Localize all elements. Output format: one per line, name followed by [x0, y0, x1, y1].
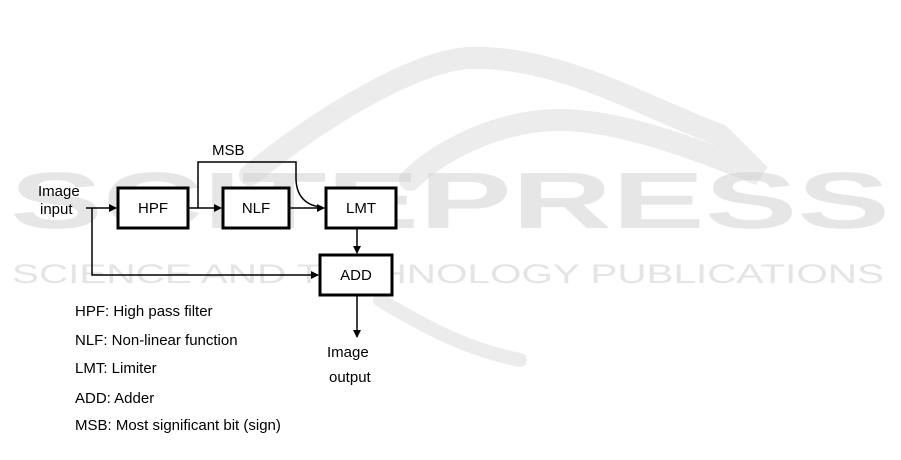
block-lmt: LMT	[326, 188, 396, 228]
msb-label: MSB	[212, 142, 245, 159]
legend: HPF: High pass filter NLF: Non-linear fu…	[75, 303, 281, 434]
legend-item: MSB: Most significant bit (sign)	[75, 417, 281, 434]
block-add-label: ADD	[340, 267, 372, 284]
input-label-line2: input	[40, 201, 73, 218]
legend-item: NLF: Non-linear function	[75, 332, 238, 349]
watermark-tagline: SCIENCE AND TECHNOLOGY PUBLICATIONS	[12, 259, 884, 289]
legend-item: ADD: Adder	[75, 390, 154, 407]
output-label-line2: output	[329, 369, 372, 386]
block-hpf-label: HPF	[138, 200, 168, 217]
block-nlf-label: NLF	[242, 200, 270, 217]
block-hpf: HPF	[118, 188, 188, 228]
output-label-line1: Image	[327, 344, 369, 361]
block-add: ADD	[320, 255, 392, 295]
legend-item: LMT: Limiter	[75, 360, 157, 377]
block-nlf: NLF	[223, 188, 289, 228]
input-label-line1: Image	[38, 183, 80, 200]
block-lmt-label: LMT	[346, 200, 376, 217]
legend-item: HPF: High pass filter	[75, 303, 213, 320]
